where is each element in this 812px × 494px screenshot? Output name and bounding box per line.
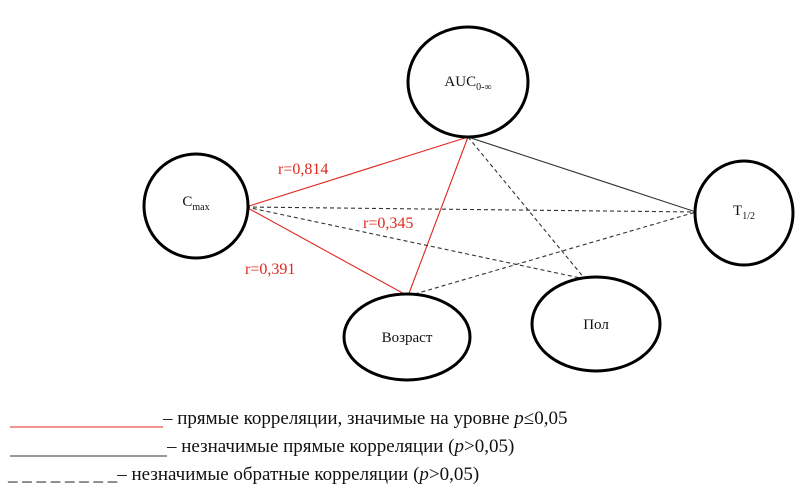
edge-cmax-auc <box>245 136 469 208</box>
node-age-label: Возраст <box>382 330 433 346</box>
edge-age-auc <box>407 136 469 297</box>
node-cmax: Cmax <box>142 152 250 260</box>
legend-text-significant: – прямые корреляции, значимые на уровне … <box>162 408 567 429</box>
edge-label-age-auc: r=0,345 <box>363 215 413 232</box>
node-sex: Пол <box>530 275 662 373</box>
node-age-ellipse <box>342 292 472 382</box>
legend: – прямые корреляции, значимые на уровне … <box>7 408 567 485</box>
edge-age-t12 <box>407 211 697 297</box>
node-age: Возраст <box>342 292 472 382</box>
node-cmax-label: Cmax <box>182 194 209 213</box>
node-cmax-ellipse <box>142 152 250 260</box>
node-auc: AUC0-∞ <box>406 25 530 139</box>
edge-cmax-sex <box>245 206 586 280</box>
edge-labels: r=0,814 r=0,345 r=0,391 <box>245 161 413 278</box>
node-t12-ellipse <box>693 159 795 267</box>
legend-text-nonsignificant-direct: – незначимые прямые корреляции (p>0,05) <box>166 436 514 457</box>
node-auc-label: AUC0-∞ <box>444 74 491 93</box>
node-sex-ellipse <box>530 275 662 373</box>
node-auc-ellipse <box>406 25 530 139</box>
edge-cmax-age <box>245 206 409 297</box>
legend-text-nonsignificant-inverse: _ _ _ _ _ _ _ _– незначимые обратные кор… <box>7 464 479 485</box>
edges <box>245 136 697 297</box>
node-t12-label: T1/2 <box>733 203 755 222</box>
node-t12: T1/2 <box>693 159 795 267</box>
node-sex-label: Пол <box>583 317 609 333</box>
edge-auc-sex <box>467 136 586 280</box>
edge-label-cmax-auc: r=0,814 <box>278 161 328 178</box>
edge-cmax-t12 <box>245 206 697 213</box>
edge-label-cmax-age: r=0,391 <box>245 261 295 278</box>
edge-auc-t12 <box>467 136 697 213</box>
